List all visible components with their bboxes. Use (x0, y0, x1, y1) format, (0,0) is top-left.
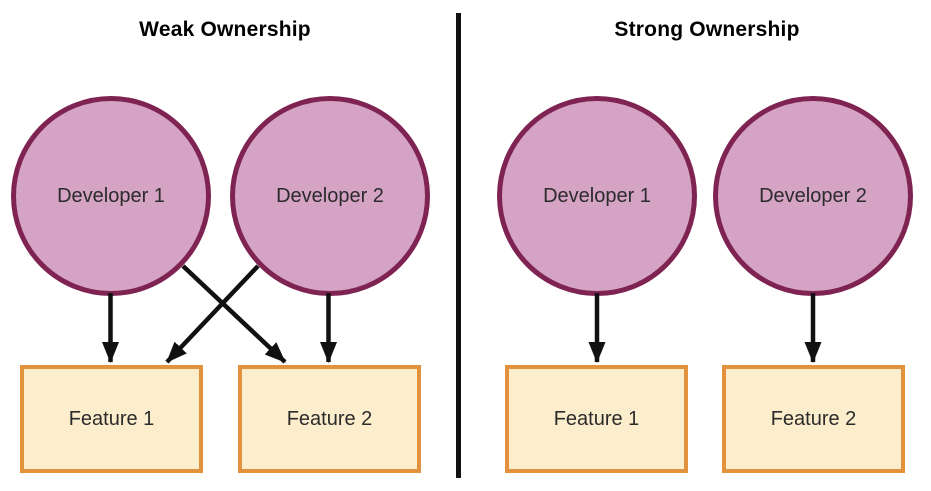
weak-developer-1-node: Developer 1 (11, 96, 211, 296)
weak-developer-2-node: Developer 2 (230, 96, 430, 296)
panel-divider (456, 13, 461, 478)
strong-developer-1-label: Developer 1 (543, 184, 651, 207)
arrow-weak-dev2-feature1 (165, 264, 260, 364)
weak-feature-2-node: Feature 2 (238, 365, 421, 473)
strong-feature-1-label: Feature 1 (553, 407, 640, 430)
strong-developer-2-label: Developer 2 (759, 184, 867, 207)
strong-developer-2-node: Developer 2 (713, 96, 913, 296)
strong-feature-2-node: Feature 2 (722, 365, 905, 473)
arrow-weak-dev1-feature2 (181, 264, 287, 364)
weak-developer-2-label: Developer 2 (276, 184, 384, 207)
weak-ownership-title: Weak Ownership (139, 18, 311, 41)
weak-feature-1-label: Feature 1 (68, 407, 155, 430)
weak-feature-2-label: Feature 2 (286, 407, 373, 430)
strong-feature-1-node: Feature 1 (505, 365, 688, 473)
strong-ownership-title: Strong Ownership (614, 18, 800, 41)
strong-feature-2-label: Feature 2 (770, 407, 857, 430)
strong-developer-1-node: Developer 1 (497, 96, 697, 296)
weak-developer-1-label: Developer 1 (57, 184, 165, 207)
weak-feature-1-node: Feature 1 (20, 365, 203, 473)
